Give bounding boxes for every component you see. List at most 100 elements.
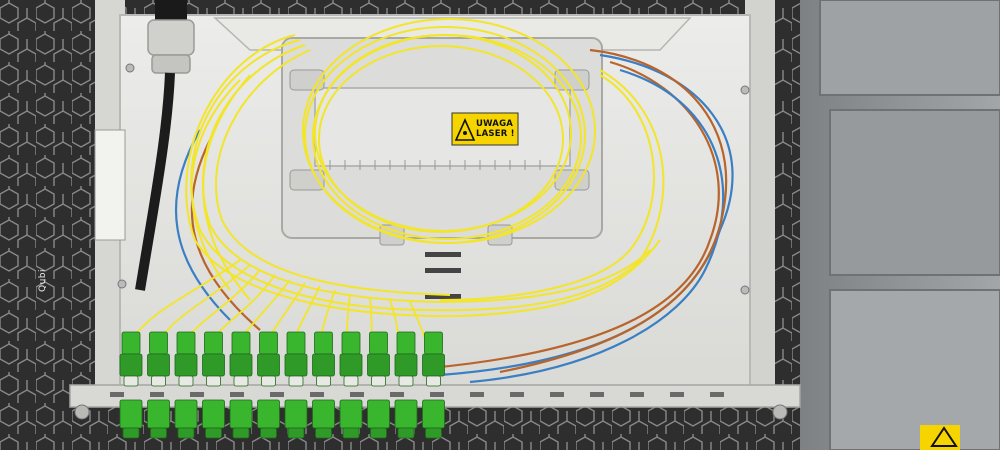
- sc-apc-adapter-part: [286, 331, 306, 355]
- sc-apc-adapter-part: [229, 399, 253, 429]
- sc-apc-adapter-part: [232, 427, 250, 439]
- panel-screw: [125, 63, 135, 73]
- panel-screw: [117, 279, 127, 289]
- sc-apc-adapter-part: [396, 331, 416, 355]
- sc-apc-adapter-part: [287, 427, 305, 439]
- sc-apc-adapter-part: [261, 375, 276, 387]
- adapter-row: [119, 331, 445, 439]
- sc-apc-adapter-part: [174, 353, 198, 377]
- sc-apc-adapter-part: [422, 353, 445, 377]
- sc-apc-adapter: [422, 331, 445, 439]
- cabinet-door-mid: [829, 109, 1000, 276]
- hex-floor-left: [0, 0, 95, 450]
- sc-apc-adapter-part: [312, 399, 335, 429]
- sc-apc-adapter-part: [119, 353, 143, 377]
- rail-slots: [110, 392, 724, 397]
- laser-warning-icon-dot: [463, 131, 467, 135]
- brand-logo-text: Qubi: [38, 268, 48, 292]
- sc-apc-adapter-part: [371, 375, 386, 387]
- warning-sticker-corner: [920, 425, 960, 450]
- sc-apc-adapter-part: [314, 331, 333, 355]
- panel-screw: [740, 85, 750, 95]
- laser-warning-line1: UWAGA: [476, 119, 514, 129]
- sc-apc-adapter-part: [370, 427, 387, 439]
- sc-apc-adapter-part: [147, 399, 170, 429]
- sc-apc-adapter-part: [426, 375, 441, 387]
- sc-apc-adapter-part: [204, 331, 223, 355]
- sc-apc-adapter-part: [177, 427, 195, 439]
- sc-apc-adapter-part: [342, 427, 360, 439]
- sc-apc-adapter-part: [398, 375, 414, 387]
- spec-label-sticker: [94, 129, 126, 241]
- cabinet-door-top: [819, 0, 1000, 96]
- sc-apc-adapter: [394, 331, 418, 439]
- tray-clip: [289, 169, 325, 191]
- sc-apc-adapter-part: [202, 353, 225, 377]
- sc-apc-adapter-part: [367, 353, 390, 377]
- sc-apc-adapter-part: [312, 353, 335, 377]
- sc-apc-adapter-part: [288, 375, 304, 387]
- sc-apc-adapter-part: [369, 331, 388, 355]
- sc-apc-adapter: [119, 331, 143, 439]
- sc-apc-adapter-part: [315, 427, 332, 439]
- sc-apc-adapter-part: [394, 399, 418, 429]
- panel-slot: [425, 268, 461, 273]
- sc-apc-adapter-part: [231, 331, 251, 355]
- sc-apc-adapter: [312, 331, 335, 439]
- sc-apc-adapter: [174, 331, 198, 439]
- sc-apc-adapter-part: [147, 353, 170, 377]
- panel-slot: [425, 294, 461, 299]
- sc-apc-adapter: [367, 331, 390, 439]
- sc-apc-adapter-part: [150, 427, 167, 439]
- sc-apc-adapter-part: [229, 353, 253, 377]
- cable-gland: [147, 19, 195, 56]
- rail-screw-right: [772, 404, 788, 420]
- rail-screw-left: [74, 404, 90, 420]
- laser-warning-icon: [454, 118, 476, 141]
- sc-apc-adapter-part: [205, 427, 222, 439]
- black-cable: [135, 72, 175, 291]
- sc-apc-adapter: [284, 331, 308, 439]
- sc-apc-adapter-part: [178, 375, 194, 387]
- sc-apc-adapter: [147, 331, 170, 439]
- sc-apc-adapter-part: [123, 375, 139, 387]
- sc-apc-adapter-part: [422, 399, 445, 429]
- sc-apc-adapter-part: [424, 331, 443, 355]
- sc-apc-adapter: [202, 331, 225, 439]
- sc-apc-adapter-part: [394, 353, 418, 377]
- colored-fibers: [174, 48, 734, 384]
- sc-apc-adapter-part: [259, 331, 278, 355]
- panel-screw: [740, 285, 750, 295]
- sc-apc-adapter-part: [257, 353, 280, 377]
- panel-slot: [425, 252, 461, 257]
- sc-apc-adapter-part: [425, 427, 442, 439]
- sc-apc-adapter-part: [397, 427, 415, 439]
- sc-apc-adapter-part: [343, 375, 359, 387]
- sc-apc-adapter-part: [149, 331, 168, 355]
- sc-apc-adapter-part: [202, 399, 225, 429]
- sc-apc-adapter-part: [367, 399, 390, 429]
- sc-apc-adapter-part: [339, 353, 363, 377]
- sc-apc-adapter-part: [206, 375, 221, 387]
- sc-apc-adapter-part: [176, 331, 196, 355]
- sc-apc-adapter: [229, 331, 253, 439]
- electric-warning-icon: [930, 426, 958, 447]
- splice-holder: [314, 87, 571, 167]
- sc-apc-adapter-part: [122, 427, 140, 439]
- sc-apc-adapter-part: [316, 375, 331, 387]
- sc-apc-adapter-part: [284, 353, 308, 377]
- sc-apc-adapter-part: [121, 331, 141, 355]
- sc-apc-adapter-part: [339, 399, 363, 429]
- laser-warning-text: UWAGA LASER !: [476, 119, 520, 139]
- sc-apc-adapter-part: [341, 331, 361, 355]
- sc-apc-adapter-part: [257, 399, 280, 429]
- splice-slots: [329, 160, 541, 170]
- sc-apc-adapter-part: [260, 427, 277, 439]
- yellow-fiber-bundle: [185, 18, 665, 318]
- cable-gland-nut: [151, 54, 191, 74]
- sc-apc-adapter-part: [151, 375, 166, 387]
- sc-apc-adapter: [257, 331, 280, 439]
- sc-apc-adapter-part: [174, 399, 198, 429]
